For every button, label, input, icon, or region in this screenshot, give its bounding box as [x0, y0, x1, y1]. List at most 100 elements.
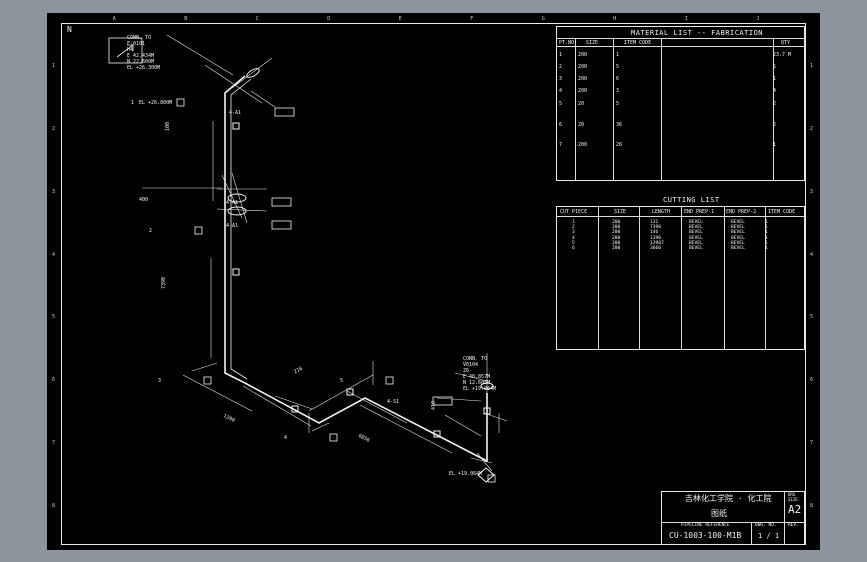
conn-top-line: H4 — [127, 47, 134, 53]
material-cell: 1 — [616, 52, 620, 58]
cutting-cell: 200 — [612, 225, 621, 231]
cutting-cell: 200 — [612, 220, 621, 225]
grid-row-label: 4 — [52, 251, 56, 258]
material-cell: 5 — [616, 64, 620, 70]
conn-top-line: EL +26.300M — [127, 65, 161, 71]
conn-right-line: EL +19.064M — [463, 386, 497, 392]
material-list-table — [556, 26, 805, 181]
dimension-label: 100 — [165, 121, 171, 131]
dwg-no: 1 / 1 — [758, 532, 780, 540]
cutting-cell: BEVEL — [731, 240, 745, 246]
grid-row-label: 3 — [52, 188, 56, 195]
conn-top-line: CONN. TO — [127, 35, 152, 41]
header-cell: QTY — [781, 40, 791, 46]
grid-column-label: D — [327, 16, 331, 22]
grid-column-label: C — [255, 16, 259, 22]
grid-column-label: I — [684, 16, 688, 22]
pipe-run-shadow — [230, 78, 252, 380]
cutting-cell: 1 — [765, 225, 768, 231]
header-cell: SIZE — [586, 40, 599, 46]
drawing-size-label: DRG SIZE — [788, 492, 798, 502]
cutting-cell: 1390 — [650, 235, 662, 241]
material-cell: 7 — [559, 142, 563, 148]
drawing-sheet: N CONN. TO F-0101 H4 E 42.434M N 22.600M… — [47, 13, 820, 550]
cutting-cell: 5 — [572, 240, 575, 246]
material-cell: 3 — [559, 76, 563, 82]
callout-label: 4-A1 — [229, 110, 242, 116]
cutting-cell: BEVEL — [689, 246, 703, 251]
material-cell: 2 — [559, 64, 563, 70]
pipeline-ref-label: PIPELINE REFERENCE — [681, 523, 730, 528]
material-cell: 5 — [559, 101, 563, 107]
cutting-cell: BEVEL — [689, 230, 703, 236]
material-cell: 5 — [616, 101, 620, 107]
marker-label: 5 — [340, 378, 344, 384]
cutting-cell: BEVEL — [689, 235, 703, 241]
grid-column-label: J — [756, 16, 760, 22]
grid-row-label: 8 — [810, 502, 814, 509]
conn-right-line: E 48.857M — [463, 374, 491, 380]
header-cell: LENGTH — [652, 209, 671, 215]
cutting-cell: BEVEL — [731, 246, 745, 251]
callout-label: 4-A1 — [226, 200, 239, 206]
cutting-cell: 131 — [650, 220, 659, 225]
conn-top-line: N 22.600M — [127, 59, 155, 65]
grid-row-label: 5 — [52, 314, 56, 321]
grid-row-label: 3 — [810, 188, 814, 195]
conn-top-line: F-0101 — [127, 41, 146, 47]
grid-row-label: 2 — [810, 126, 814, 133]
conn-right-line: CONN. TO — [463, 356, 488, 362]
grid-row-label: 6 — [52, 377, 56, 384]
material-cell: 200 — [578, 88, 588, 94]
cutting-cell: BEVEL — [731, 235, 745, 241]
grid-column-label: H — [613, 16, 617, 22]
grid-row-label: 8 — [52, 502, 56, 509]
cutting-cell: 3 — [572, 230, 575, 236]
dimension-label: 410 — [431, 400, 437, 410]
cutting-cell: 3660 — [650, 246, 662, 251]
drawing-title: 图纸 — [711, 509, 727, 518]
pipeline-ref: CU-1003-100-M1B — [669, 531, 742, 540]
cutting-cell: 146 — [650, 230, 659, 236]
grid-row-label: 7 — [52, 439, 56, 446]
cutting-list-table — [556, 206, 805, 350]
material-cell: 200 — [578, 52, 588, 58]
cutting-cell: 200 — [612, 230, 621, 236]
material-cell: 6 — [616, 76, 620, 82]
header-cell: END PREP-2 — [726, 209, 757, 215]
conn-right-line: N 12.600M — [463, 380, 491, 386]
cutting-cell: 13907 — [650, 240, 664, 246]
grid-column-label: F — [470, 16, 474, 22]
cutting-cell: BEVEL — [731, 220, 745, 225]
cutting-cell: 200 — [612, 246, 621, 251]
material-cell: 200 — [578, 64, 588, 70]
material-cell: 1 — [559, 52, 563, 58]
cutting-cell: BEVEL — [689, 240, 703, 246]
header-cell: ITEM CODE — [624, 40, 652, 46]
material-cell: 4 — [559, 88, 563, 94]
conn-right-line: Z6 — [463, 368, 470, 374]
material-list-title: MATERIAL LIST -- FABRICATION — [631, 29, 764, 37]
dimension-label: 400 — [139, 197, 149, 203]
marker-label: 4 — [284, 435, 288, 441]
grid-row-label: 1 — [810, 63, 814, 70]
elevation-top: EL +26.800M — [139, 100, 173, 106]
marker-label: 1 — [131, 100, 135, 106]
header-cell: PT.NO — [559, 40, 575, 46]
material-cell: 23.7 M — [773, 52, 792, 58]
cutting-cell: 1 — [765, 220, 768, 225]
header-cell: SIZE — [614, 209, 627, 215]
cutting-cell: BEVEL — [731, 225, 745, 231]
material-cell: 1 — [773, 142, 777, 148]
cutting-cell: 2 — [572, 225, 575, 231]
material-cell: 4 — [773, 88, 777, 94]
material-cell: 20 — [578, 101, 585, 107]
marker-label: 2 — [149, 228, 153, 234]
callout-label: 4-S1 — [387, 399, 400, 405]
cutting-cell: BEVEL — [731, 230, 745, 236]
drawing-size: A2 — [788, 503, 802, 516]
cutting-cell: 1 — [765, 246, 768, 251]
material-cell: 6 — [559, 122, 563, 128]
cutting-cell: 6 — [572, 246, 575, 251]
material-cell: 1 — [773, 76, 777, 82]
